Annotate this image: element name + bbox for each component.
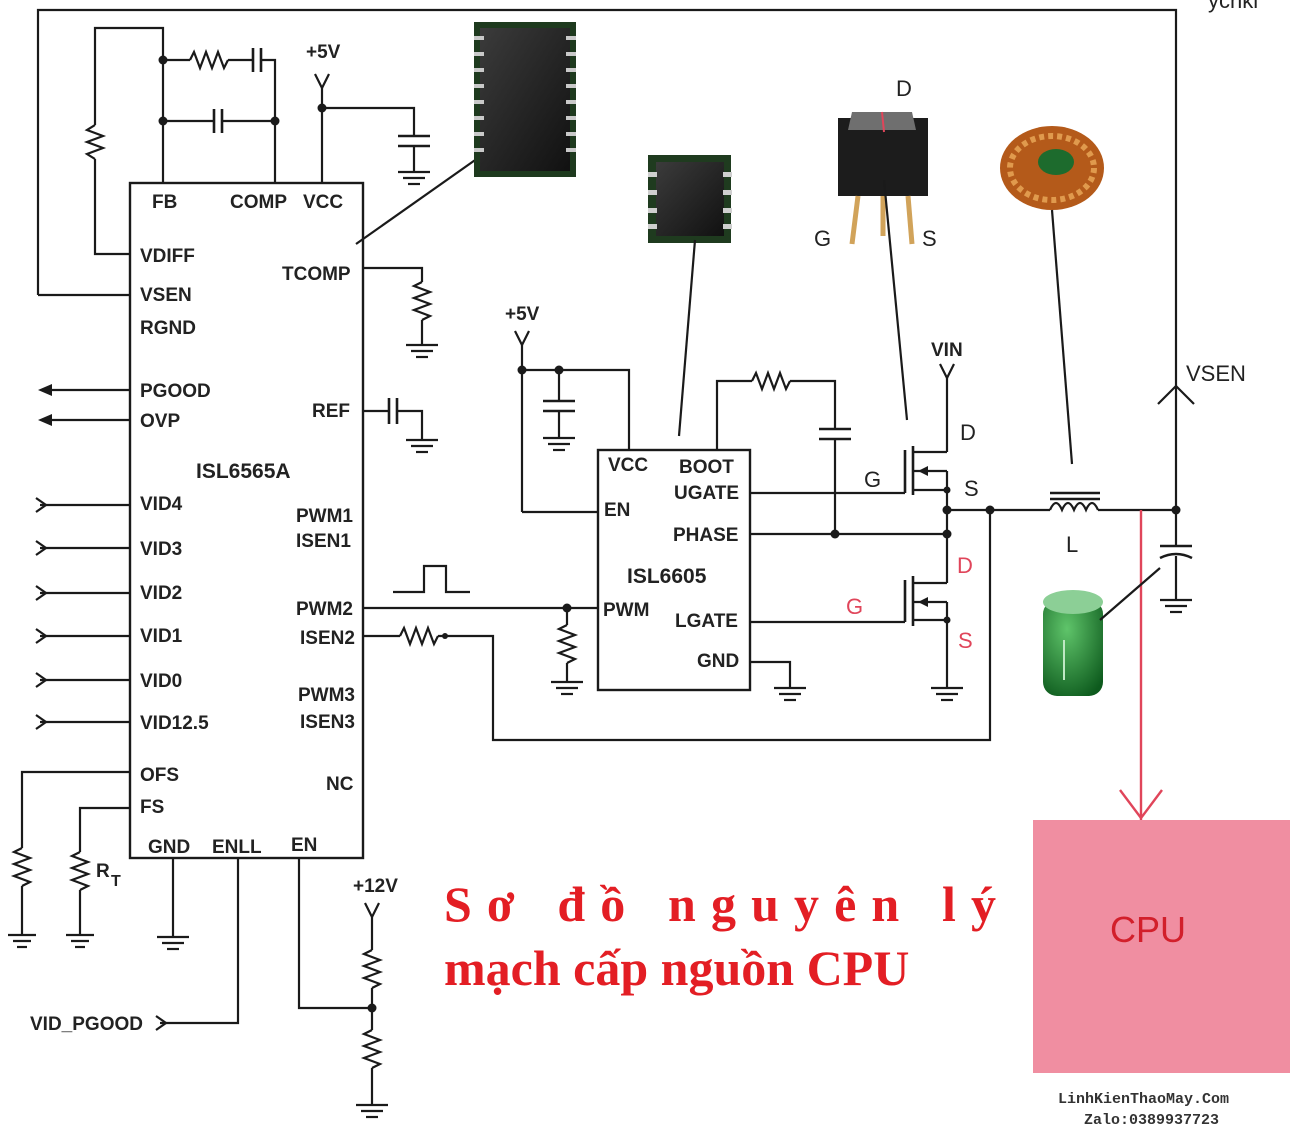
mosfet-photo-d: D <box>896 76 912 101</box>
lower-fet-s: S <box>958 628 973 653</box>
left-io-lines <box>35 384 130 730</box>
controller-name: ISL6565A <box>196 460 291 483</box>
pin-pgood: PGOOD <box>140 381 211 402</box>
pin-vid3: VID3 <box>140 539 182 560</box>
gate-phase-wiring <box>750 491 947 624</box>
pin-ovp: OVP <box>140 411 180 432</box>
tcomp-network <box>355 157 479 359</box>
driver-pin-lgate: LGATE <box>675 611 738 632</box>
driver-isl6605: ISL6605 VCC EN PWM BOOT UGATE PHASE LGAT… <box>596 448 752 692</box>
pin-vid1: VID1 <box>140 626 183 647</box>
supply-12v: +12V <box>353 876 398 897</box>
upper-fet-s: S <box>964 476 979 501</box>
watermark-site: LinhKienThaoMay.Com <box>1058 1091 1229 1108</box>
driver-pin-gnd: GND <box>697 651 739 672</box>
title-line-1: Sơ đồ nguyên lý <box>444 876 996 932</box>
pin-isen1: ISEN1 <box>296 531 351 552</box>
pin-fs: FS <box>140 797 164 818</box>
driver-pin-vcc: VCC <box>608 455 648 476</box>
output-stage: L VSEN <box>947 361 1246 614</box>
pin-vcc: VCC <box>303 192 343 213</box>
ofs-fs-resistors: R T <box>8 770 130 949</box>
compensation-network <box>83 26 280 256</box>
pin-tcomp: TCOMP <box>282 264 351 285</box>
pin-vid0: VID0 <box>140 671 182 692</box>
supply-5v-driver: +5V <box>505 304 540 325</box>
soic-chip-photo <box>474 22 576 177</box>
electrolytic-capacitor-photo <box>1043 567 1161 696</box>
pin-isen2: ISEN2 <box>300 628 355 649</box>
driver-pin-phase: PHASE <box>673 525 738 546</box>
vsen-feedback-wire <box>36 8 1178 510</box>
pin-pwm2: PWM2 <box>296 599 353 620</box>
driver-pin-boot: BOOT <box>679 457 734 478</box>
lower-fet-d: D <box>957 553 973 578</box>
pin-vid12-5: VID12.5 <box>140 713 209 734</box>
lower-fet-g: G <box>846 594 863 619</box>
pin-ofs: OFS <box>140 765 179 786</box>
controller-isl6565a: ISL6565A FB COMP VCC VDIFF VSEN RGND PGO… <box>128 181 365 860</box>
lower-mosfet: D G S <box>846 553 973 702</box>
upper-fet-d: D <box>960 420 976 445</box>
pin-nc: NC <box>326 774 354 795</box>
mosfet-photo-s: S <box>922 226 937 251</box>
v12-divider: +12V <box>353 876 398 1119</box>
pin-comp: COMP <box>230 192 287 213</box>
pin-pwm1: PWM1 <box>296 506 353 527</box>
pin-gnd: GND <box>148 837 190 858</box>
so8-chip-photo <box>648 155 732 437</box>
diagram-title: Sơ đồ nguyên lý mạch cấp nguồn CPU <box>444 876 996 996</box>
vid-pgood-label: VID_PGOOD <box>30 1014 143 1035</box>
upper-mosfet: VIN D G S <box>864 340 979 567</box>
pwm2-isen2-wiring <box>363 510 992 742</box>
pin-vsen: VSEN <box>140 285 192 306</box>
pin-vdiff: VDIFF <box>140 246 195 267</box>
pin-vid4: VID4 <box>140 494 183 515</box>
ref-capacitor <box>363 398 438 454</box>
driver-name: ISL6605 <box>627 565 707 588</box>
pin-enll: ENLL <box>212 837 262 858</box>
pin-en: EN <box>291 835 317 856</box>
inductor-label: L <box>1066 532 1078 557</box>
driver-supply: +5V <box>505 304 806 702</box>
pin-isen3: ISEN3 <box>300 712 355 733</box>
pin-ref: REF <box>312 401 350 422</box>
watermark: LinhKienThaoMay.Com Zalo:0389937723 <box>1056 1084 1288 1129</box>
pin-rgnd: RGND <box>140 318 196 339</box>
rt-label: R <box>96 861 110 882</box>
watermark-zalo: Zalo:0389937723 <box>1084 1112 1219 1129</box>
corner-cropped-text: ychki <box>1208 0 1258 13</box>
supply-5v-top: +5V <box>306 42 341 63</box>
mosfet-photo: D G S <box>814 76 937 421</box>
supply-vin: VIN <box>931 340 963 361</box>
cpu-label: CPU <box>1110 909 1186 950</box>
rt-subscript: T <box>111 873 121 890</box>
bottom-pin-wiring: VID_PGOOD <box>30 858 372 1035</box>
pin-fb: FB <box>152 192 177 213</box>
controller-vcc-supply: +5V <box>306 42 430 186</box>
upper-fet-g: G <box>864 467 881 492</box>
vsen-label: VSEN <box>1186 361 1246 386</box>
toroid-inductor-photo <box>1000 126 1104 465</box>
driver-pin-pwm: PWM <box>603 600 649 621</box>
title-line-2: mạch cấp nguồn CPU <box>444 940 909 996</box>
driver-pin-en: EN <box>604 500 630 521</box>
pin-pwm3: PWM3 <box>298 685 355 706</box>
pin-vid2: VID2 <box>140 583 182 604</box>
driver-pin-ugate: UGATE <box>674 483 739 504</box>
mosfet-photo-g: G <box>814 226 831 251</box>
cpu-block: CPU <box>1033 510 1290 1073</box>
